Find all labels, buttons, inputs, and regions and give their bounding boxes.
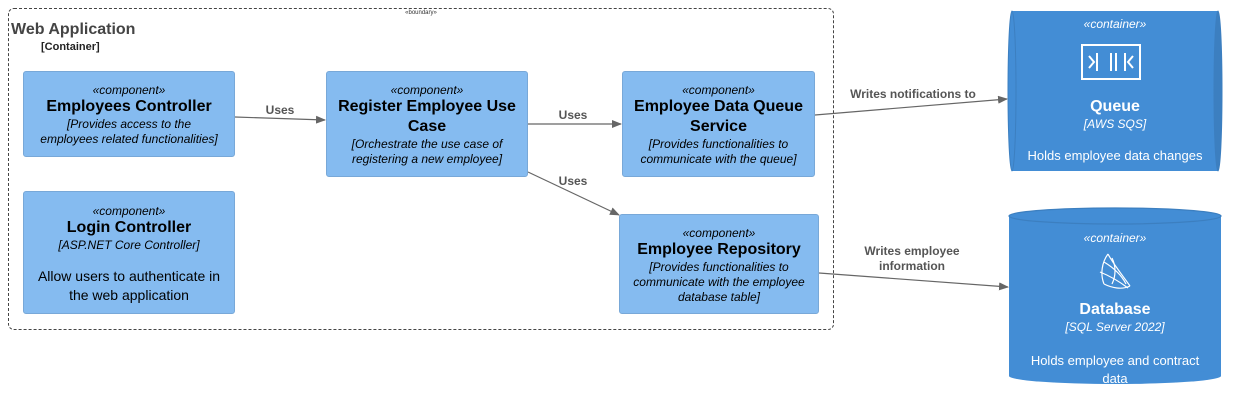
boundary-title: Web Application <box>11 21 136 38</box>
arrow-repository-to-database <box>818 272 1009 291</box>
boundary-type: [Container] <box>41 41 100 53</box>
label-register-to-repository: Uses <box>558 174 588 188</box>
login-controller-component: «component» Login Controller [ASP.NET Co… <box>23 191 235 314</box>
arrow-employees-to-register <box>234 115 326 124</box>
label-queue-service-to-queue: Writes notifications to <box>850 87 976 101</box>
component-technology: [Provides functionalities to communicate… <box>633 260 805 304</box>
label-register-to-queue-service: Uses <box>558 108 588 122</box>
container-technology: [AWS SQS] <box>1083 117 1147 131</box>
component-name: Login Controller <box>66 219 192 236</box>
component-stereotype: «component» <box>682 83 755 97</box>
boundary-stereotype: «boundary» <box>405 10 437 16</box>
web-application-boundary: «boundary» Web Application [Container] <box>8 8 834 330</box>
arrow-queue-service-to-queue <box>814 95 1008 116</box>
queue-container-shape <box>1007 10 1223 172</box>
container-stereotype: «container» <box>1083 231 1147 245</box>
component-stereotype: «component» <box>390 83 464 97</box>
component-technology: [Provides access to the employees relate… <box>40 117 218 146</box>
database-container: «container» Database [SQL Server 2022] H… <box>1012 231 1218 388</box>
label-repository-to-database: Writes employee information <box>864 244 960 273</box>
register-employee-use-case-component: «component» Register Employee Use Case [… <box>326 71 528 177</box>
employees-controller-component: «component» Employees Controller [Provid… <box>23 71 235 157</box>
sql-server-icon <box>1099 253 1131 289</box>
arrow-register-to-repository <box>527 171 620 216</box>
container-technology: [SQL Server 2022] <box>1065 320 1165 334</box>
component-technology: [ASP.NET Core Controller] <box>58 238 200 252</box>
container-stereotype: «container» <box>1083 17 1147 31</box>
queue-container: «container» Queue [AWS SQS] Holds employ… <box>1012 17 1218 165</box>
aws-sqs-icon <box>1081 44 1141 80</box>
database-container-shape <box>1008 207 1222 384</box>
component-stereotype: «component» <box>92 204 166 218</box>
component-name: Employees Controller <box>46 98 212 115</box>
component-technology: [Orchestrate the use case of registering… <box>351 137 503 166</box>
container-name: Database <box>1079 301 1151 318</box>
component-description: Allow users to authenticate in the web a… <box>37 268 221 303</box>
container-description: Holds employee and contract data <box>1030 353 1200 386</box>
component-stereotype: «component» <box>682 226 756 240</box>
employee-repository-component: «component» Employee Repository [Provide… <box>619 214 819 314</box>
employee-data-queue-service-component: «component» Employee Data Queue Service … <box>622 71 815 177</box>
component-name: Register Employee Use Case <box>338 98 516 135</box>
container-description: Holds employee data changes <box>1027 148 1203 163</box>
component-technology: [Provides functionalities to communicate… <box>640 137 797 166</box>
component-name: Employee Data Queue Service <box>634 98 803 135</box>
component-name: Employee Repository <box>637 241 801 258</box>
label-employees-to-register: Uses <box>265 103 295 117</box>
component-stereotype: «component» <box>92 83 166 97</box>
container-name: Queue <box>1090 98 1140 115</box>
